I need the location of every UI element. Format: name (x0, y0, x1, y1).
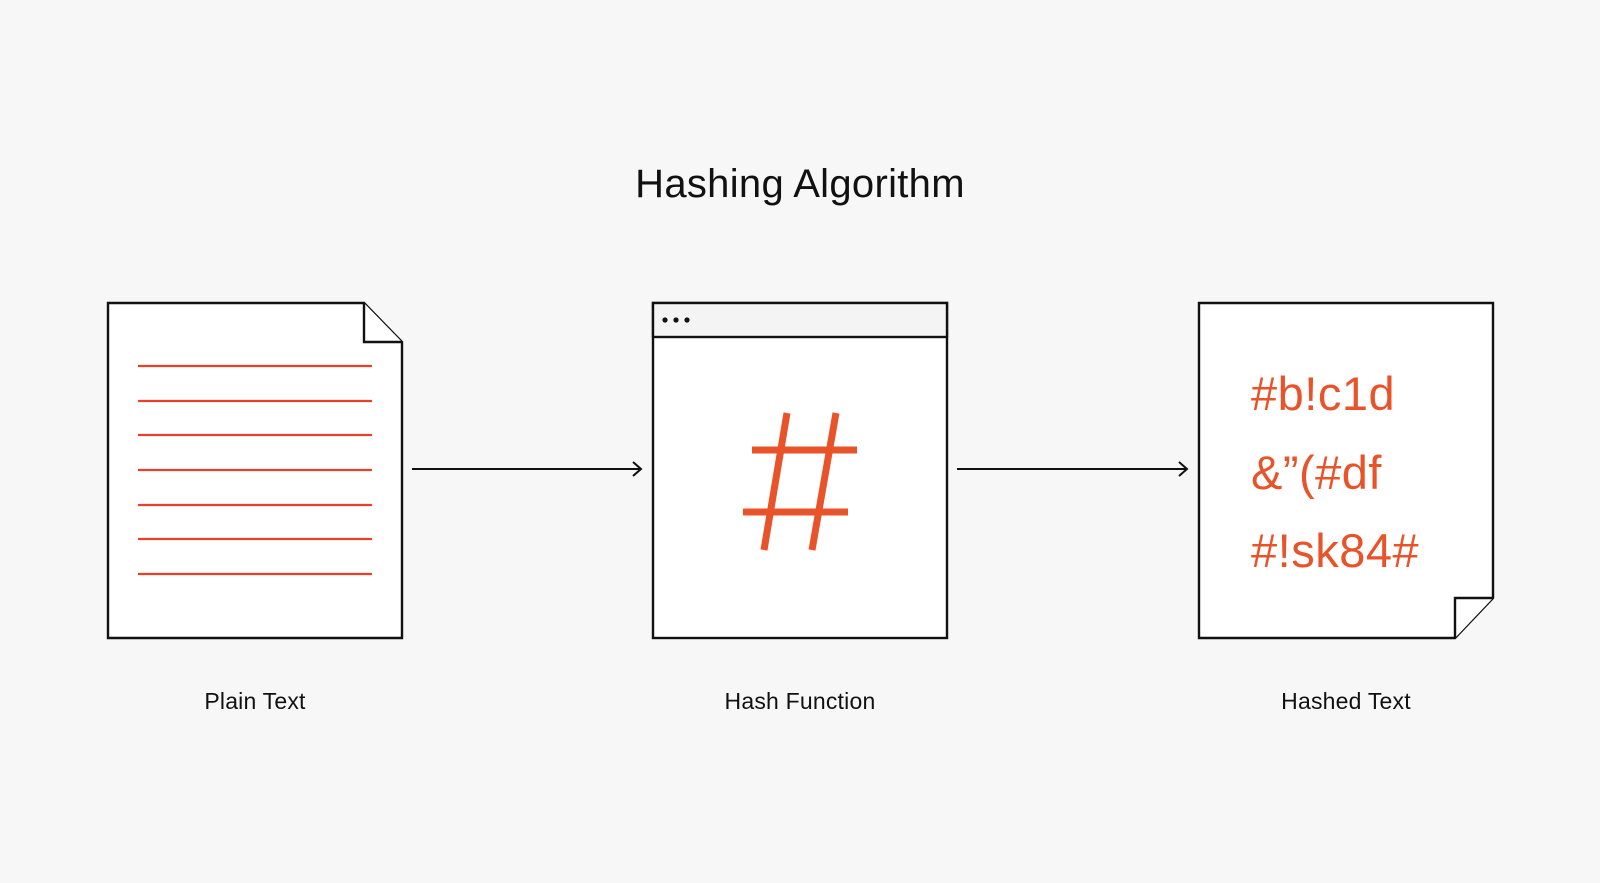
hashed-line-1: #b!c1d (1251, 367, 1396, 420)
arrow-right-icon (957, 461, 1189, 477)
hashed-line-2: &”(#df (1251, 446, 1382, 499)
stage-label-hashed-text: Hashed Text (1281, 688, 1411, 714)
stage-label-plain-text: Plain Text (204, 688, 306, 714)
hash-symbol-icon (743, 412, 857, 551)
diagram-title: Hashing Algorithm (635, 162, 965, 206)
arrow-right-icon (412, 461, 643, 477)
document-lines-icon (106, 301, 404, 640)
stage-label-hash-function: Hash Function (724, 688, 876, 714)
document-hashed-icon (1197, 301, 1495, 640)
window-dots-icon (662, 317, 690, 323)
hashed-line-3: #!sk84# (1251, 524, 1420, 577)
window-hash-icon (651, 301, 949, 640)
